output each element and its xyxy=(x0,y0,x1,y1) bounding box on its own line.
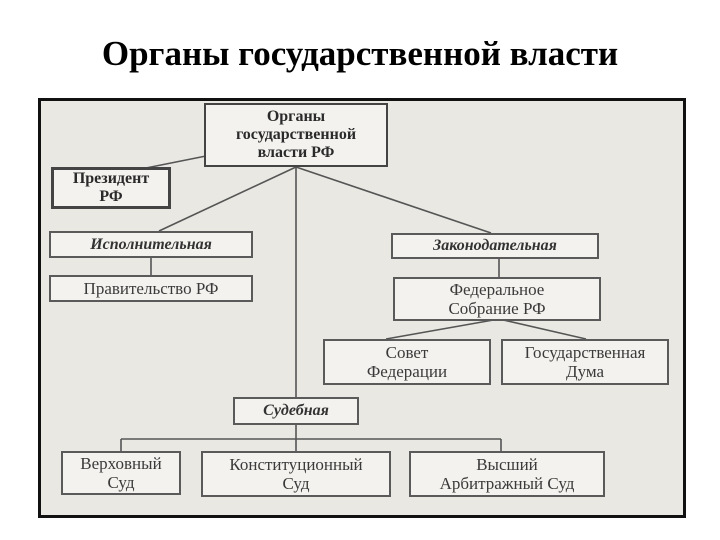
connector-assembly-federation xyxy=(385,318,500,340)
judicial-branch-node: Судебная xyxy=(233,397,359,425)
constitutional-court-node: Конституционный Суд xyxy=(201,451,391,497)
federation-council-node: Совет Федерации xyxy=(323,339,491,385)
supreme-court-node: Верховный Суд xyxy=(61,451,181,495)
connector-root-executive xyxy=(158,166,297,232)
state-duma-node: Государственная Дума xyxy=(501,339,669,385)
government-node: Правительство РФ xyxy=(49,275,253,302)
federal-assembly-node: Федеральное Собрание РФ xyxy=(393,277,601,321)
root-node: Органы государственной власти РФ xyxy=(204,103,388,167)
connector-root-president xyxy=(140,155,207,170)
connector-root-legislative xyxy=(295,166,492,234)
diagram-frame: Органы государственной власти РФ Президе… xyxy=(38,98,686,518)
arbitration-court-node: Высший Арбитражный Суд xyxy=(409,451,605,497)
connector-assembly-duma xyxy=(498,318,587,340)
legislative-branch-node: Законодательная xyxy=(391,233,599,259)
executive-branch-node: Исполнительная xyxy=(49,231,253,258)
connector-lines xyxy=(120,155,587,451)
slide-title: Органы государственной власти xyxy=(101,34,619,73)
president-node: Президент РФ xyxy=(51,167,171,209)
